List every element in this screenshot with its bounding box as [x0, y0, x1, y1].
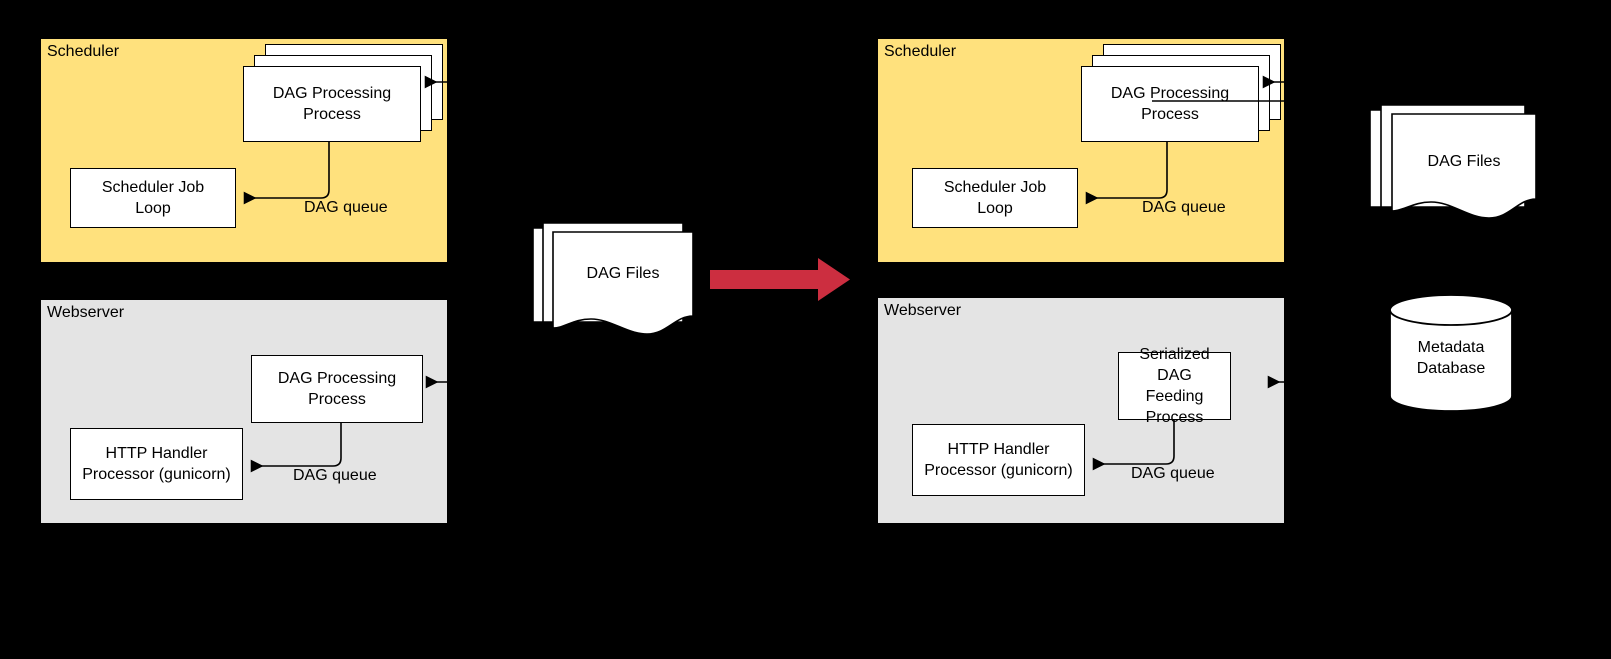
right-scheduler-job-loop-line2: Loop [977, 200, 1013, 217]
right-dag-files-stack[interactable]: DAG Files [1369, 104, 1540, 230]
center-dag-files-label: DAG Files [586, 265, 660, 282]
center-dag-files-icon [532, 222, 694, 335]
right-webserver-dag-queue-label: DAG queue [1131, 465, 1215, 482]
left-scheduler-dag-processing-line1: DAG Processing [272, 85, 392, 102]
left-scheduler-dag-processing-box[interactable]: DAG Processing Process [243, 66, 421, 142]
right-scheduler-dag-processing-box[interactable]: DAG Processing Process [1081, 66, 1259, 142]
right-webserver-http-handler-line2: Processor (gunicorn) [924, 462, 1073, 479]
right-webserver-serialized-feeder-box[interactable]: Serialized DAG Feeding Process [1118, 346, 1231, 426]
database-cylinder-icon [1389, 294, 1513, 412]
right-dag-files-icon [1369, 104, 1537, 219]
left-scheduler-job-loop-line1: Scheduler Job [101, 179, 205, 196]
left-scheduler-dag-processing-line2: Process [303, 106, 361, 123]
metadata-database-line2: Database [1416, 360, 1486, 377]
right-dag-files-label: DAG Files [1427, 153, 1501, 170]
left-scheduler-dag-processing-stack[interactable]: DAG Processing Process [243, 44, 443, 142]
left-webserver-dag-processing-line2: Process [308, 391, 366, 408]
right-scheduler-job-loop-line1: Scheduler Job [943, 179, 1047, 196]
right-scheduler-dag-processing-stack[interactable]: DAG Processing Process [1081, 44, 1281, 142]
left-scheduler-job-loop-line2: Loop [135, 200, 171, 217]
left-webserver-dag-processing-box[interactable]: DAG Processing Process [251, 355, 423, 423]
right-scheduler-dag-processing-line1: DAG Processing [1110, 85, 1230, 102]
right-webserver-serialized-feeder-line1: Serialized DAG [1139, 346, 1210, 384]
right-scheduler-dag-processing-line2: Process [1141, 106, 1199, 123]
left-scheduler-dag-queue-label: DAG queue [304, 199, 388, 216]
left-scheduler-job-loop-box[interactable]: Scheduler Job Loop [70, 168, 236, 228]
right-scheduler-job-loop-box[interactable]: Scheduler Job Loop [912, 168, 1078, 228]
right-webserver-http-handler-box[interactable]: HTTP Handler Processor (gunicorn) [912, 424, 1085, 496]
right-scheduler-label: Scheduler [884, 43, 957, 60]
left-scheduler-label: Scheduler [47, 43, 120, 60]
right-scheduler-dag-queue-label: DAG queue [1142, 199, 1226, 216]
transition-right-arrow [710, 258, 850, 301]
left-webserver-http-handler-line2: Processor (gunicorn) [82, 466, 231, 483]
right-webserver-label: Webserver [884, 302, 962, 319]
left-webserver-http-handler-line1: HTTP Handler [105, 445, 208, 462]
metadata-database-shape[interactable]: Metadata Database [1389, 294, 1513, 412]
metadata-database-line1: Metadata [1417, 339, 1485, 356]
right-webserver-serialized-feeder-line2: Feeding Process [1145, 388, 1204, 426]
left-webserver-http-handler-box[interactable]: HTTP Handler Processor (gunicorn) [70, 428, 243, 500]
left-webserver-dag-queue-label: DAG queue [293, 467, 377, 484]
left-webserver-dag-processing-line1: DAG Processing [277, 370, 397, 387]
left-webserver-label: Webserver [47, 304, 125, 321]
center-dag-files-stack[interactable]: DAG Files [532, 218, 699, 338]
right-webserver-http-handler-line1: HTTP Handler [947, 441, 1050, 458]
metadata-database-label: Metadata Database [1389, 337, 1513, 379]
